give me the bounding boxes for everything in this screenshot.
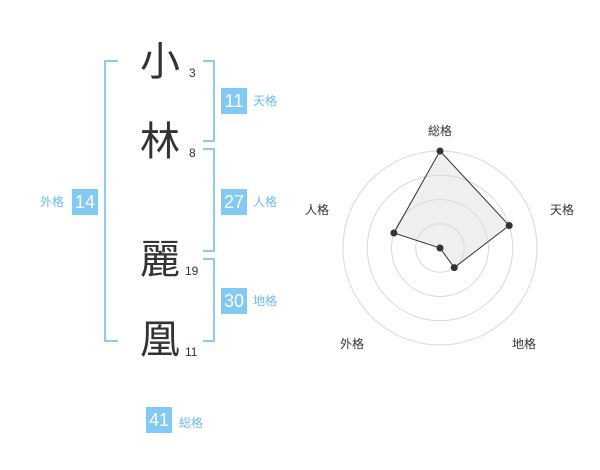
stroke-count-3: 19 <box>185 264 199 278</box>
name-char-3: 麗 <box>140 237 180 283</box>
radar-grid-ring <box>391 199 489 297</box>
stroke-count-2: 8 <box>189 146 196 160</box>
radar-point-5 <box>390 229 398 237</box>
name-char-1: 小 <box>140 39 180 85</box>
name-char-2: 林 <box>140 119 180 165</box>
radar-point-2 <box>505 222 513 230</box>
radar-point-3 <box>450 264 458 272</box>
gaikaku-value: 14 <box>72 189 98 215</box>
radar-label-gaikaku: 外格 <box>339 337 364 351</box>
radar-point-4 <box>436 244 444 252</box>
chikaku-bracket <box>203 258 215 342</box>
radar-point-1 <box>436 147 444 155</box>
radar-area <box>393 150 510 269</box>
jinkaku-label: 人格 <box>253 195 278 209</box>
chikaku-value: 30 <box>221 288 247 314</box>
radar-grid-ring <box>415 223 465 273</box>
gaikaku-bracket <box>104 60 118 342</box>
tenkaku-label: 天格 <box>253 94 278 108</box>
soukaku-label: 総格 <box>179 416 204 430</box>
name-char-4: 凰 <box>140 317 180 363</box>
radar-label-chikaku: 地格 <box>511 337 536 351</box>
chikaku-label: 地格 <box>253 294 278 308</box>
jinkaku-bracket <box>203 148 215 252</box>
radar-label-tenkaku: 天格 <box>549 203 574 217</box>
radar-label-soukaku: 総格 <box>427 124 452 138</box>
soukaku-value: 41 <box>146 407 172 433</box>
radar-grid-ring <box>366 174 514 322</box>
stroke-count-1: 3 <box>189 66 196 80</box>
tenkaku-value: 11 <box>221 88 247 114</box>
stroke-count-4: 11 <box>185 345 198 359</box>
radar-label-jinkaku: 人格 <box>304 203 329 217</box>
gaikaku-label: 外格 <box>40 195 65 209</box>
jinkaku-value: 27 <box>221 189 247 215</box>
tenkaku-bracket <box>203 60 215 142</box>
